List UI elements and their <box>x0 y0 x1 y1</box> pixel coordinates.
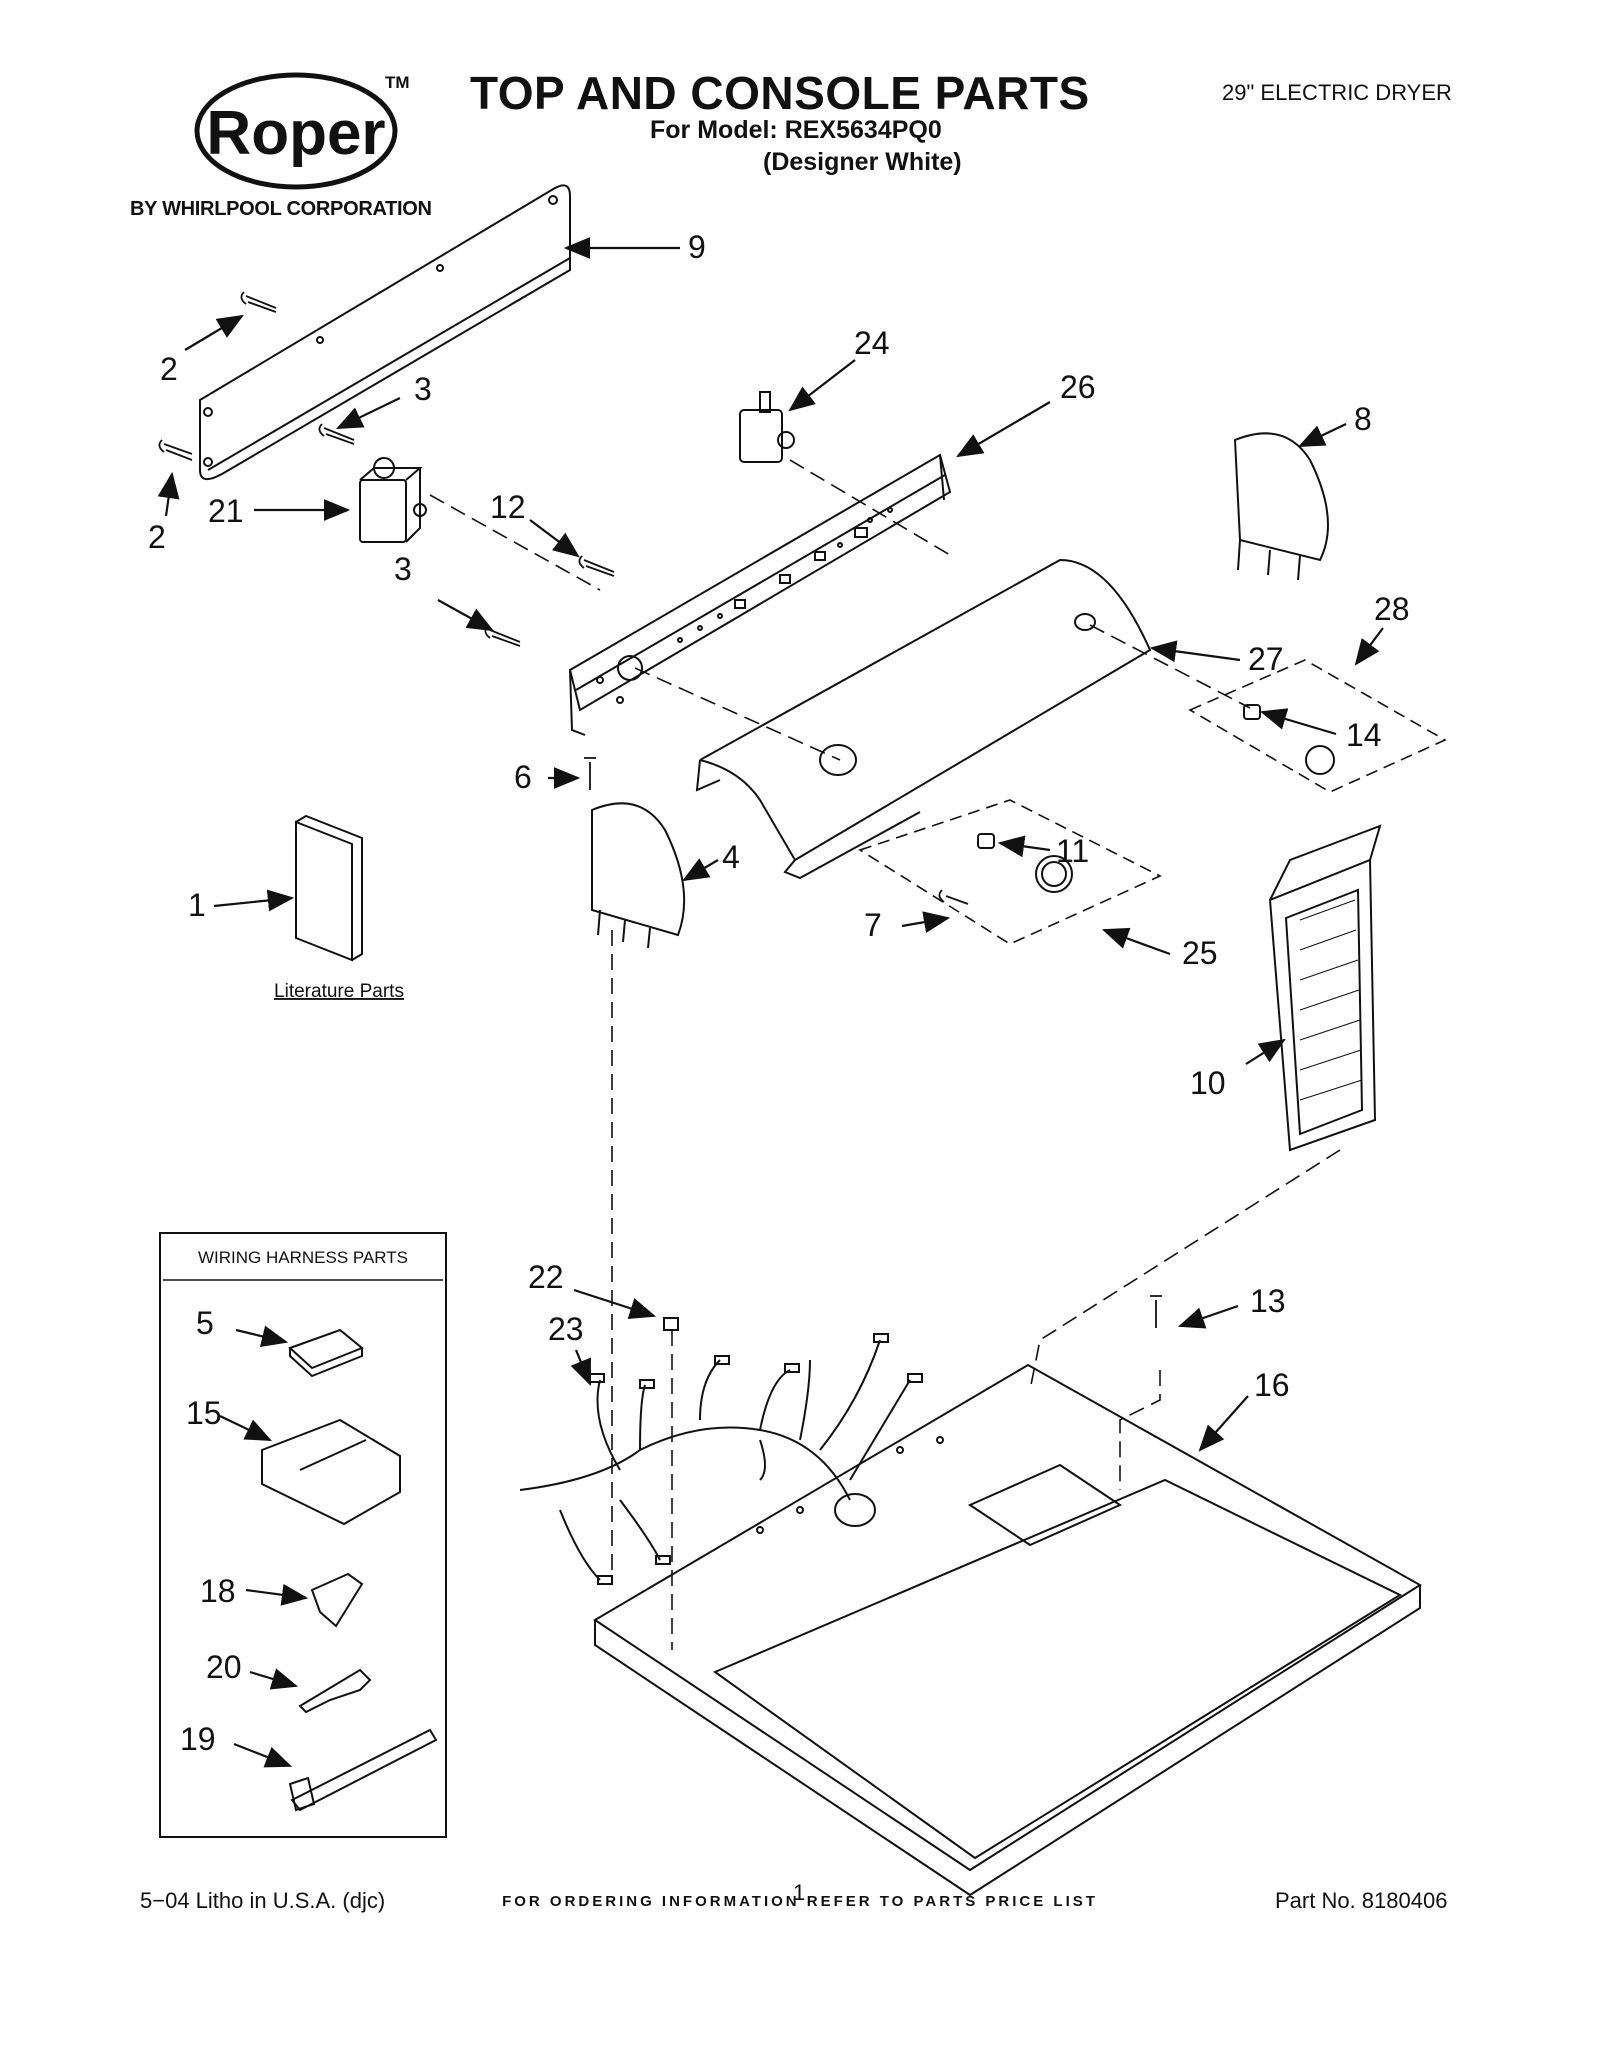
ordering-note: FOR ORDERING INFORMATION REFER TO PARTS … <box>502 1893 1098 1910</box>
harness-box-title: WIRING HARNESS PARTS <box>198 1248 408 1267</box>
literature-parts-label: Literature Parts <box>274 981 404 1002</box>
litho-info: 5−04 Litho in U.S.A. (djc) <box>140 1888 386 1913</box>
trademark-mark: TM <box>385 73 410 92</box>
wiring-harness <box>519 1333 923 1585</box>
callout-5: 5 <box>196 1305 214 1341</box>
page-number: 1 <box>793 1880 806 1905</box>
part-number: Part No. 8180406 <box>1275 1888 1448 1913</box>
callout-20: 20 <box>206 1649 242 1685</box>
literature-booklet <box>295 814 363 962</box>
callout-14: 14 <box>1346 717 1382 753</box>
callout-6: 6 <box>514 759 532 795</box>
callouts: 9 2 2 3 3 21 12 24 26 8 28 27 14 6 4 11 … <box>148 229 1410 1403</box>
callout-26: 26 <box>1060 369 1096 405</box>
callout-11: 11 <box>1056 833 1089 869</box>
callout-28: 28 <box>1374 591 1410 627</box>
callout-10: 10 <box>1190 1065 1226 1101</box>
page-title: TOP AND CONSOLE PARTS <box>470 67 1090 119</box>
callout-24: 24 <box>854 325 890 361</box>
callout-15: 15 <box>186 1395 222 1431</box>
console-housing <box>695 558 1152 880</box>
callout-8: 8 <box>1354 401 1372 437</box>
callout-2: 2 <box>148 519 166 555</box>
alignment-lines <box>429 459 1341 1650</box>
push-switch <box>739 391 795 463</box>
screw-icon <box>158 291 615 647</box>
kit-outline <box>858 659 1447 945</box>
leader-arrows <box>157 237 1384 1452</box>
callout-4: 4 <box>722 839 740 875</box>
product-type: 29" ELECTRIC DRYER <box>1222 80 1452 105</box>
harness-clip <box>663 1317 679 1331</box>
callout-27: 27 <box>1248 641 1284 677</box>
lint-screen <box>1268 824 1382 1152</box>
manufacturer-byline: BY WHIRLPOOL CORPORATION <box>130 198 432 220</box>
callout-3: 3 <box>414 371 432 407</box>
brand-name: Roper <box>206 99 385 168</box>
callout-22: 22 <box>528 1259 564 1295</box>
callout-25: 25 <box>1182 935 1218 971</box>
console-back-panel <box>199 184 571 481</box>
callout-2: 2 <box>160 351 178 387</box>
dryer-top <box>593 1363 1422 1897</box>
console-end-cap <box>591 432 1329 949</box>
wiring-harness-parts-box: WIRING HARNESS PARTS 5 15 18 20 19 <box>159 1232 447 1838</box>
model-variant: (Designer White) <box>763 148 962 176</box>
model-number: For Model: REX5634PQ0 <box>650 116 942 144</box>
callout-23: 23 <box>548 1311 584 1347</box>
callout-18: 18 <box>200 1573 236 1609</box>
callout-7: 7 <box>864 907 882 943</box>
knob <box>977 704 1335 893</box>
callout-13: 13 <box>1250 1283 1286 1319</box>
callout-21: 21 <box>208 493 244 529</box>
callout-9: 9 <box>688 229 706 265</box>
roper-logo: Roper TM <box>194 72 410 190</box>
callout-19: 19 <box>180 1721 216 1757</box>
callout-1: 1 <box>188 887 206 923</box>
callout-3: 3 <box>394 551 412 587</box>
timer-switch <box>359 457 427 543</box>
callout-12: 12 <box>490 489 526 525</box>
callout-16: 16 <box>1254 1367 1290 1403</box>
console-bracket <box>568 453 952 736</box>
